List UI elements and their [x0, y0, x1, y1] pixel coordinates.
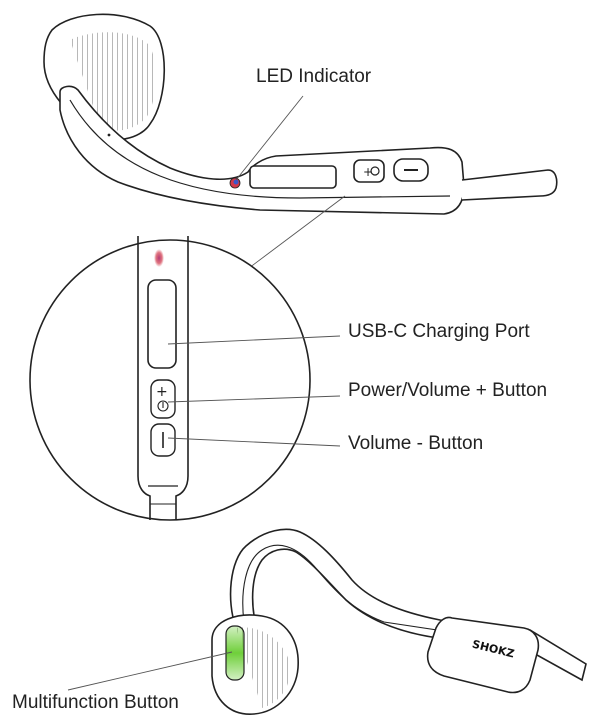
top-volume-plus-button — [353, 159, 385, 183]
volume-minus-label: Volume - Button — [348, 433, 484, 454]
zoom-led — [154, 249, 164, 267]
zoom-band — [137, 236, 189, 520]
volume-minus-leader-line — [167, 437, 341, 447]
zoom-connector-line — [244, 195, 346, 272]
zoom-detail: + — [29, 195, 346, 521]
power-volume-plus-label: Power/Volume + Button — [348, 380, 548, 401]
usb-leader-line — [167, 335, 341, 345]
multifunction-button-label: Multifunction Button — [12, 692, 179, 713]
bottom-housing — [426, 616, 540, 694]
zoom-usb-port — [147, 279, 177, 369]
top-usb-port — [249, 165, 337, 189]
zoom-power-volume-plus-button — [150, 379, 176, 419]
usb-c-port-label: USB-C Charging Port — [348, 321, 530, 342]
top-headset: + — [43, 13, 558, 215]
led-leader-line — [235, 95, 304, 181]
svg-text:+: + — [156, 384, 168, 400]
svg-text:+: + — [363, 165, 373, 179]
led-indicator-label: LED Indicator — [256, 66, 372, 87]
bottom-headset — [211, 528, 587, 715]
power-leader-line — [167, 395, 341, 403]
multifunction-leader-line — [67, 651, 233, 691]
